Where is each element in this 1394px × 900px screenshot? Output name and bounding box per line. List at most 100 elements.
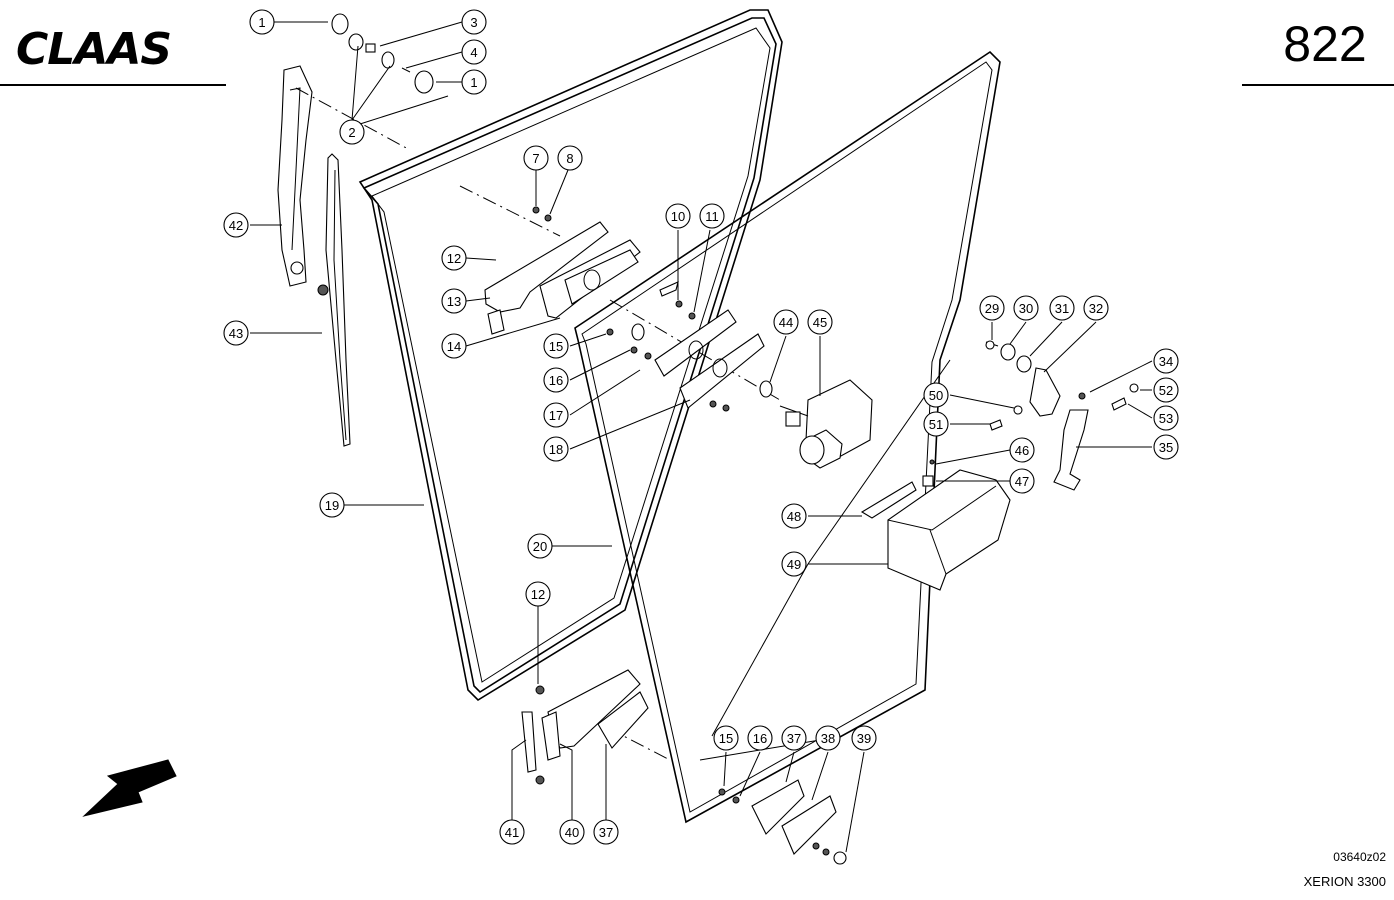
callout-label: 14 — [447, 339, 461, 354]
callout-13: 13 — [441, 288, 467, 314]
leader-lines — [250, 21, 1153, 853]
callout-label: 1 — [258, 15, 265, 30]
callout-30: 30 — [1013, 295, 1039, 321]
callout-label: 12 — [531, 587, 545, 602]
callout-label: 20 — [533, 539, 547, 554]
callout-44: 44 — [773, 309, 799, 335]
callout-42: 42 — [223, 212, 249, 238]
callout-label: 40 — [565, 825, 579, 840]
callout-12-lower: 12 — [525, 581, 551, 607]
callout-38: 38 — [815, 725, 841, 751]
lower-right-plates — [718, 779, 847, 865]
callout-52: 52 — [1153, 377, 1179, 403]
callout-label: 30 — [1019, 301, 1033, 316]
callout-label: 41 — [505, 825, 519, 840]
callout-53: 53 — [1153, 405, 1179, 431]
callout-49: 49 — [781, 551, 807, 577]
callout-label: 34 — [1159, 354, 1173, 369]
drawing-code: 03640z02 — [1333, 850, 1386, 864]
callout-19: 19 — [319, 492, 345, 518]
callout-10: 10 — [665, 203, 691, 229]
callout-45: 45 — [807, 309, 833, 335]
top-seal-parts — [331, 13, 434, 94]
callout-label: 15 — [719, 731, 733, 746]
callout-label: 35 — [1159, 440, 1173, 455]
callout-12-upper: 12 — [441, 245, 467, 271]
lock-mechanism-parts — [985, 340, 1139, 491]
wiper-arm — [277, 65, 313, 287]
callout-37-right: 37 — [781, 725, 807, 751]
callout-14: 14 — [441, 333, 467, 359]
callout-2: 2 — [339, 119, 365, 145]
callout-label: 3 — [470, 15, 477, 30]
callout-17: 17 — [543, 402, 569, 428]
handle-cover — [860, 459, 1011, 591]
callout-41: 41 — [499, 819, 525, 845]
window-glass-pane — [574, 50, 1001, 824]
callout-label: 19 — [325, 498, 339, 513]
callout-label: 10 — [671, 209, 685, 224]
callout-label: 13 — [447, 294, 461, 309]
callout-40: 40 — [559, 819, 585, 845]
callout-label: 44 — [779, 315, 793, 330]
callout-43: 43 — [223, 320, 249, 346]
callout-label: 2 — [348, 125, 355, 140]
callout-label: 32 — [1089, 301, 1103, 316]
callout-4: 4 — [461, 39, 487, 65]
callout-label: 53 — [1159, 411, 1173, 426]
header-rule-left — [0, 84, 226, 86]
callout-label: 4 — [470, 45, 477, 60]
callout-32: 32 — [1083, 295, 1109, 321]
callout-16-upper: 16 — [543, 367, 569, 393]
callout-35: 35 — [1153, 434, 1179, 460]
page-number: 822 — [1283, 16, 1367, 72]
callout-1-top: 1 — [249, 9, 275, 35]
callout-31: 31 — [1049, 295, 1075, 321]
callout-label: 51 — [929, 417, 943, 432]
callout-label: 29 — [985, 301, 999, 316]
callout-label: 8 — [566, 151, 573, 166]
callout-label: 18 — [549, 442, 563, 457]
upper-mounting-plates — [606, 281, 765, 412]
wiper-motor — [759, 379, 873, 469]
callout-46: 46 — [1009, 437, 1035, 463]
claas-logo: CLAAS — [16, 24, 172, 70]
callout-50: 50 — [923, 382, 949, 408]
wiper-blade — [317, 153, 351, 447]
callout-51: 51 — [923, 411, 949, 437]
callout-label: 43 — [229, 326, 243, 341]
callout-34: 34 — [1153, 348, 1179, 374]
callout-label: 37 — [599, 825, 613, 840]
model-name: XERION 3300 — [1303, 874, 1386, 889]
front-direction-arrow — [82, 759, 177, 817]
callout-3: 3 — [461, 9, 487, 35]
callout-label: 49 — [787, 557, 801, 572]
callout-label: 52 — [1159, 383, 1173, 398]
callout-label: 47 — [1015, 474, 1029, 489]
callout-48: 48 — [781, 503, 807, 529]
callout-label: 39 — [857, 731, 871, 746]
callout-label: 42 — [229, 218, 243, 233]
callout-label: 17 — [549, 408, 563, 423]
callout-label: 7 — [532, 151, 539, 166]
callout-label: 16 — [753, 731, 767, 746]
callout-label: 37 — [787, 731, 801, 746]
callout-label: 15 — [549, 339, 563, 354]
callout-label: 1 — [470, 75, 477, 90]
callout-label: 48 — [787, 509, 801, 524]
callout-37-left: 37 — [593, 819, 619, 845]
callout-11: 11 — [699, 203, 725, 229]
claas-logo-text: CLAAS — [16, 24, 171, 70]
callout-47: 47 — [1009, 468, 1035, 494]
callout-label: 31 — [1055, 301, 1069, 316]
callout-label: 46 — [1015, 443, 1029, 458]
callout-8: 8 — [557, 145, 583, 171]
callout-39: 39 — [851, 725, 877, 751]
lower-hinge-parts — [521, 669, 649, 785]
callout-20: 20 — [527, 533, 553, 559]
callout-7: 7 — [523, 145, 549, 171]
callout-label: 16 — [549, 373, 563, 388]
callout-label: 12 — [447, 251, 461, 266]
callout-29: 29 — [979, 295, 1005, 321]
